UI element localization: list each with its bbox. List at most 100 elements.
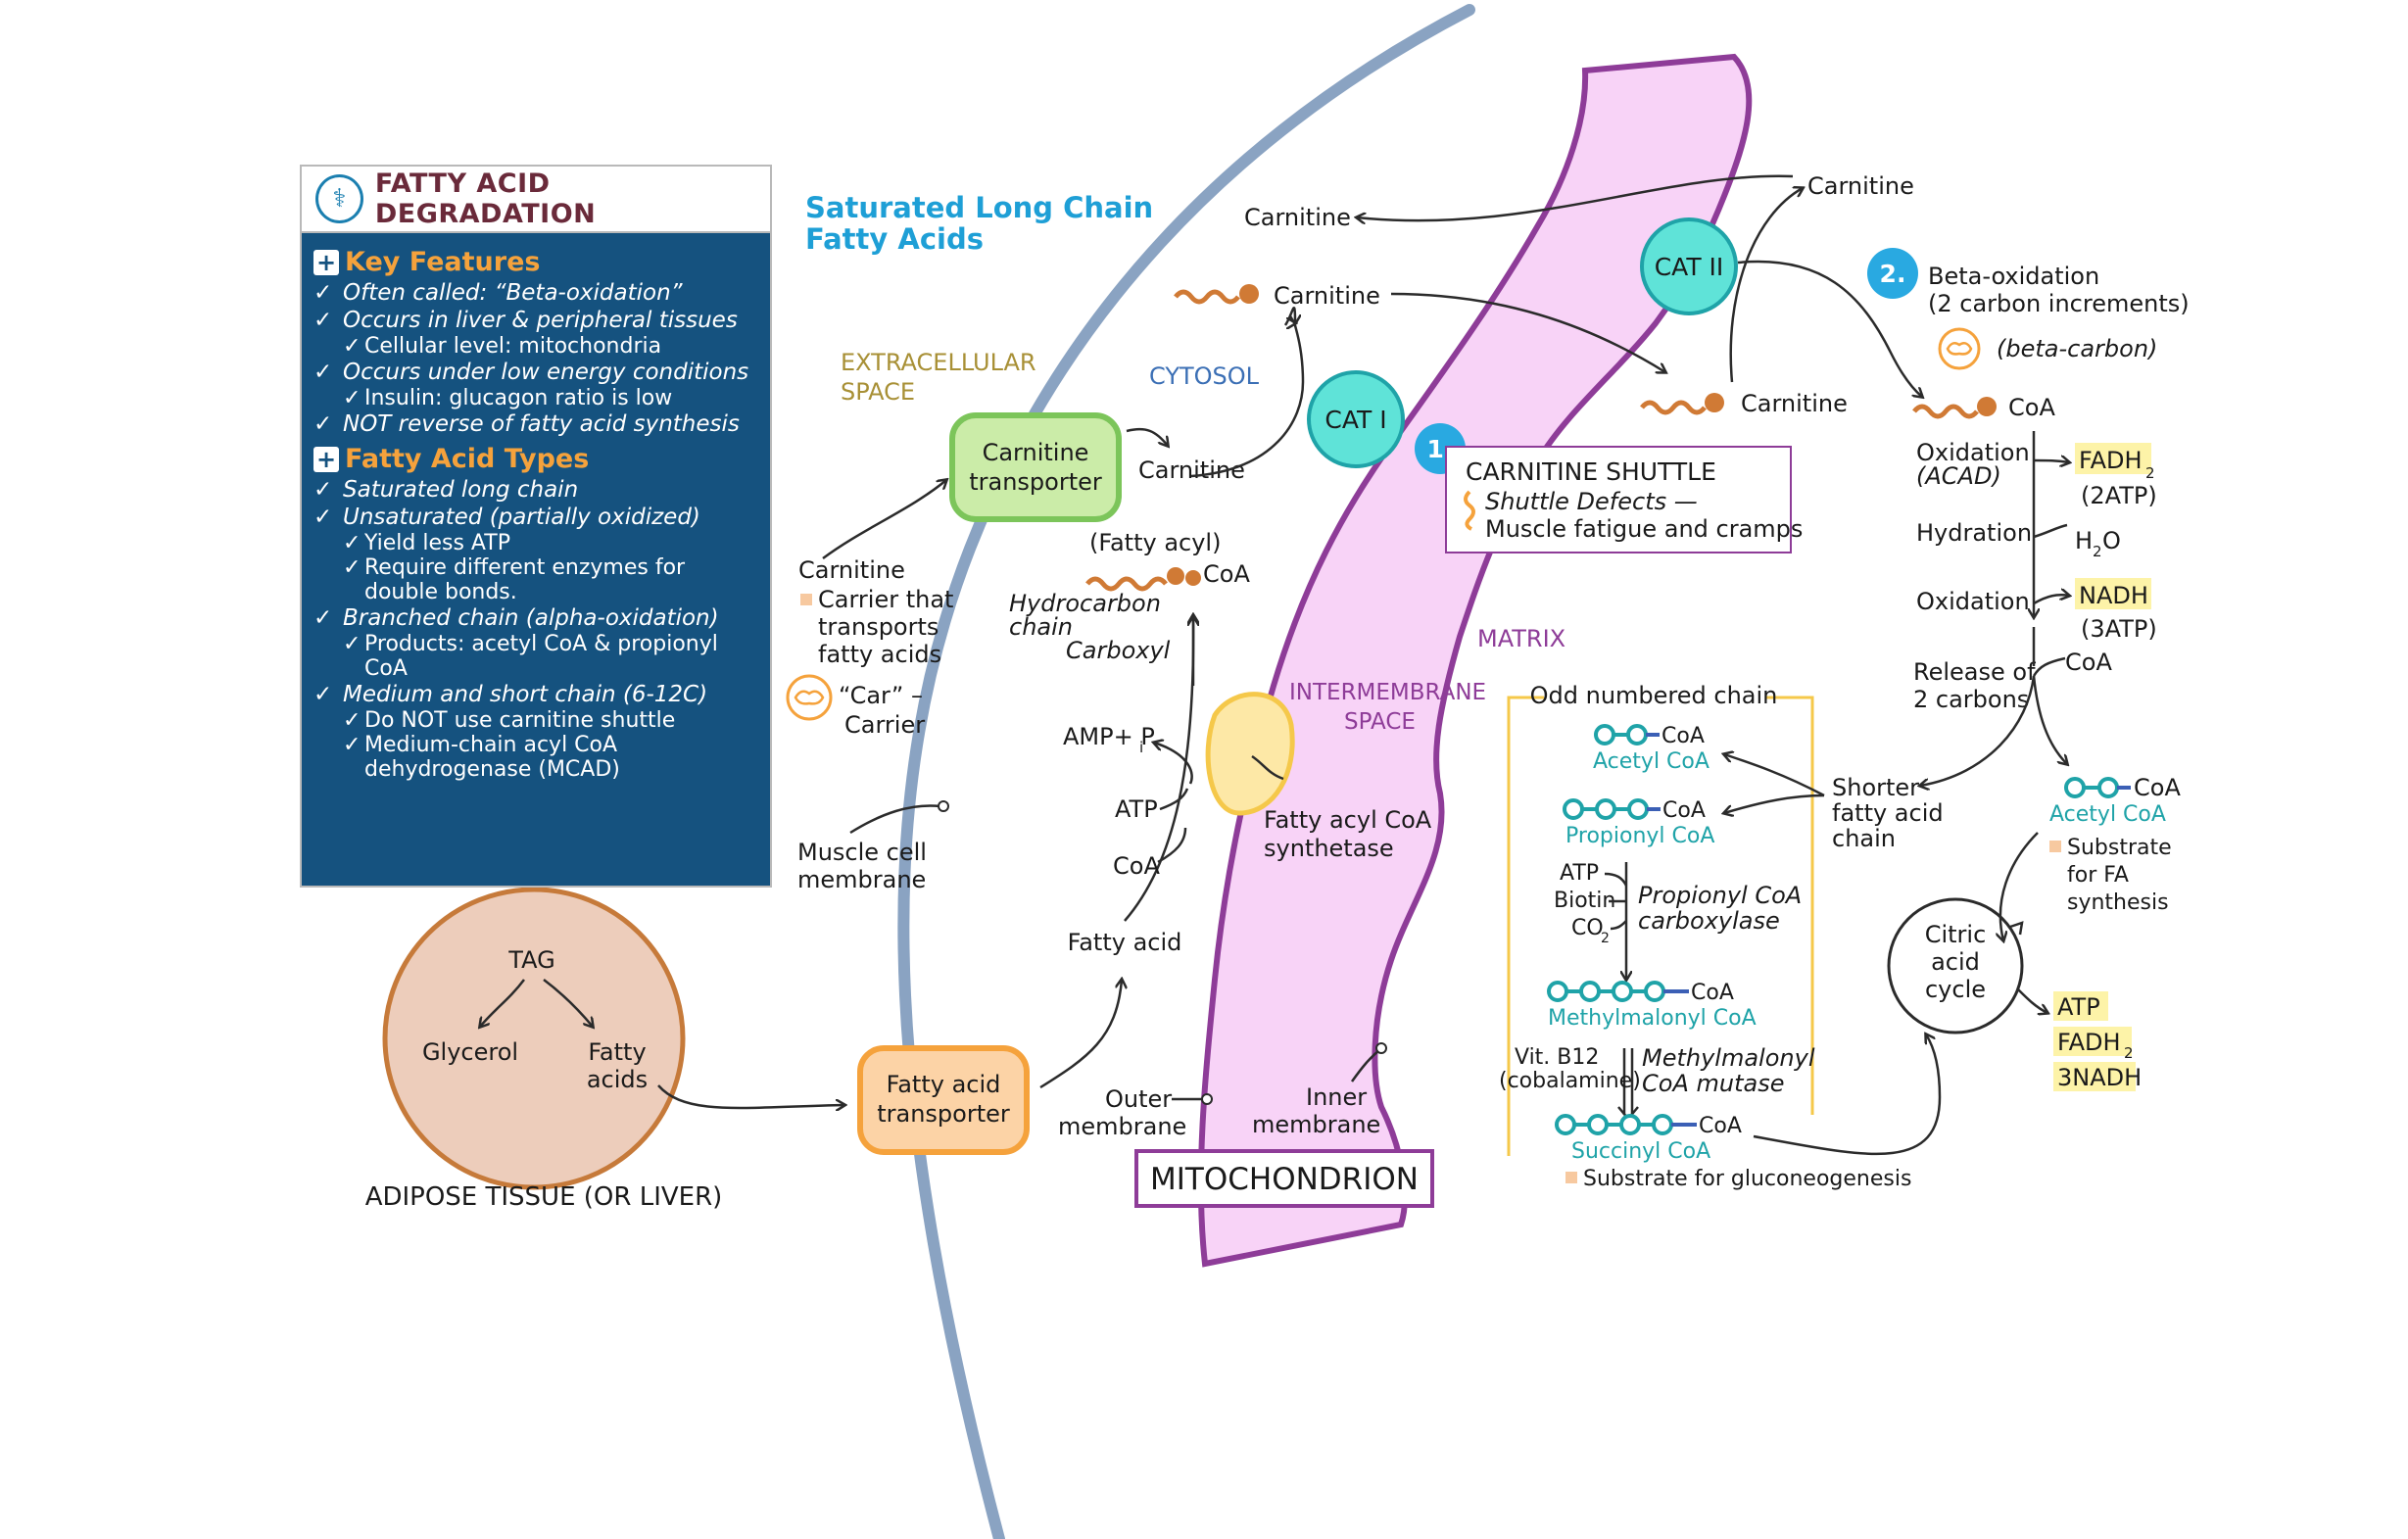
substrate-label-3: synthesis xyxy=(2067,890,2169,915)
list-item-text: NOT reverse of fatty acid synthesis xyxy=(343,411,740,437)
key-features-list: ✓Often called: “Beta-oxidation”✓Occurs i… xyxy=(313,279,760,438)
check-icon: ✓ xyxy=(313,360,333,385)
list-item: ✓Branched chain (alpha-oxidation) xyxy=(313,604,760,632)
nadh-out-label: 3NADH xyxy=(2057,1064,2142,1091)
panel-body: + Key Features ✓ Often called: “Beta-oxid… xyxy=(302,233,770,782)
extracellular-label-1: EXTRACELLULAR xyxy=(841,349,1036,376)
beta-title: Beta-oxidation xyxy=(1928,263,2099,290)
list-item-text: Unsaturated (partially oxidized) xyxy=(343,505,700,530)
atp-out-highlight xyxy=(2053,991,2108,1021)
adipose-caption: ADIPOSE TISSUE (OR LIVER) xyxy=(365,1182,723,1212)
acad-label: (ACAD) xyxy=(1916,462,2001,490)
sub-list-item-text: Products: acetyl CoA & propionyl CoA xyxy=(364,632,718,681)
acetyl-beta-label: Acetyl CoA xyxy=(2049,802,2166,827)
fadh-out-highlight xyxy=(2053,1027,2132,1056)
carboxyl-bead-2 xyxy=(1185,570,1201,586)
mitochondrion-label-box xyxy=(1134,1149,1434,1208)
release-label-1: Release of xyxy=(1913,658,2036,686)
muscle-label-1: Muscle cell xyxy=(797,839,927,866)
water-o: O xyxy=(2102,527,2121,554)
sub-list-item-text: Insulin: glucagon ratio is low xyxy=(364,386,673,410)
substrate-label-1: Substrate xyxy=(2067,836,2172,860)
sub-list-item: ✓Medium-chain acyl CoA dehydrogenase (MC… xyxy=(313,733,760,782)
carboxylase-label-2: carboxylase xyxy=(1638,907,1780,935)
key-features-heading-text: Key Features xyxy=(345,247,541,277)
odd-chain-title: Odd numbered chain xyxy=(1530,682,1778,709)
list-item: ✓Occurs in liver & peripheral tissues xyxy=(313,307,760,334)
methylmalonyl-label: Methylmalonyl CoA xyxy=(1548,1006,1757,1031)
plus-icon: + xyxy=(313,249,339,275)
check-icon: ✓ xyxy=(343,531,361,555)
sub-list-item: ✓Insulin: glucagon ratio is low xyxy=(313,386,760,410)
beta-carbon-label: (beta-carbon) xyxy=(1997,335,2157,362)
inner-label-1: Inner xyxy=(1306,1083,1367,1111)
check-icon: ✓ xyxy=(343,708,361,733)
brain-icon-detail xyxy=(794,690,825,705)
acyl-coa-label: CoA xyxy=(2008,394,2055,421)
list-item: ✓Medium and short chain (6-12C) xyxy=(313,681,760,708)
sub-list-item: ✓Products: acetyl CoA & propionyl CoA xyxy=(313,632,760,681)
intermembrane-label-2: SPACE xyxy=(1344,709,1416,735)
shuttle-box xyxy=(1445,446,1792,553)
carrier-label-3: fatty acids xyxy=(818,641,941,668)
acyl-coa-chain-beta xyxy=(1912,404,1979,419)
coa-acyl-label: CoA xyxy=(1203,560,1250,588)
glycerol-label: Glycerol xyxy=(422,1038,518,1066)
list-item-text: Occurs in liver & peripheral tissues xyxy=(343,308,738,333)
vit-b12-label-1: Vit. B12 xyxy=(1515,1045,1599,1070)
co2-label: CO xyxy=(1571,916,1604,940)
odd-acetyl-label: Acetyl CoA xyxy=(1593,749,1710,774)
shuttle-defects: Shuttle Defects — xyxy=(1485,488,1698,515)
fatty-acid-label: Fatty acid xyxy=(1068,929,1182,956)
substrate-bullet xyxy=(2049,841,2061,852)
header-line2: Fatty Acids xyxy=(805,222,984,256)
methylmalonyl-coa-tag: CoA xyxy=(1691,981,1734,1005)
tca-label-1: Citric xyxy=(1925,921,1987,948)
list-item-text: Often called: “Beta-oxidation” xyxy=(343,280,683,306)
list-item-text: Occurs under low energy conditions xyxy=(343,360,749,385)
succinyl-label: Succinyl CoA xyxy=(1571,1139,1710,1164)
outer-label-1: Outer xyxy=(1105,1085,1172,1113)
nadh-highlight xyxy=(2075,578,2151,609)
list-item: ✓ NOT reverse of fatty acid synthesis xyxy=(313,410,760,438)
check-icon: ✓ xyxy=(313,411,333,437)
coa-release-label: CoA xyxy=(2065,649,2112,676)
vit-b12-label-2: (cobalamine) xyxy=(1499,1069,1641,1093)
check-icon: ✓ xyxy=(343,334,361,359)
intermembrane-label-1: INTERMEMBRANE xyxy=(1289,680,1486,705)
fatty-acid-transporter-label-1: Fatty acid xyxy=(887,1071,1001,1098)
fadh-out-label: FADH xyxy=(2057,1029,2121,1056)
carboxyl-bead xyxy=(1167,567,1184,585)
carnitine-right-label: Carnitine xyxy=(1807,172,1914,200)
carrier-bullet xyxy=(800,594,812,605)
summary-panel: ⚕ FATTY ACID DEGRADATION + Key Features … xyxy=(300,165,772,888)
check-icon: ✓ xyxy=(313,682,333,707)
substrate-label-2: for FA xyxy=(2067,863,2129,888)
sub-list-item: ✓Require different enzymes for double bo… xyxy=(313,555,760,604)
cat1-enzyme xyxy=(1307,370,1405,468)
carboxyl-label: Carboxyl xyxy=(1066,637,1171,664)
adipose-cell xyxy=(382,887,686,1190)
propionyl-label: Propionyl CoA xyxy=(1565,824,1714,848)
shuttle-title: CARNITINE SHUTTLE xyxy=(1466,457,1716,486)
beta-number: 2. xyxy=(1880,260,1906,288)
nadh-label: NADH xyxy=(2079,582,2148,609)
three-atp-label: (3ATP) xyxy=(2081,615,2157,643)
list-item-text: Saturated long chain xyxy=(343,477,579,503)
brain-icon xyxy=(786,674,833,721)
acyl-carnitine-chain-matrix xyxy=(1640,400,1707,415)
fatty-acyl-label: (Fatty acyl) xyxy=(1089,529,1221,556)
gluco-bullet xyxy=(1565,1172,1577,1183)
carrier-label-2: transports xyxy=(818,613,939,641)
odd-chain-bracket xyxy=(1507,696,1814,1156)
sub-list-item-text: Require different enzymes for double bon… xyxy=(364,555,686,604)
atp-in-label: ATP xyxy=(1115,795,1158,823)
check-icon: ✓ xyxy=(313,477,333,503)
fadh-label: FADH xyxy=(2079,447,2143,474)
coa-acetyl-beta: CoA xyxy=(2134,774,2181,801)
oxidation-1-label: Oxidation xyxy=(1916,439,2030,466)
shorter-label-3: chain xyxy=(1832,825,1896,852)
sub-list-item: ✓Cellular level: mitochondria xyxy=(313,334,760,359)
key-features-heading: + Key Features xyxy=(313,247,760,277)
sub-list-item-text: Do NOT use carnitine shuttle xyxy=(364,708,676,733)
